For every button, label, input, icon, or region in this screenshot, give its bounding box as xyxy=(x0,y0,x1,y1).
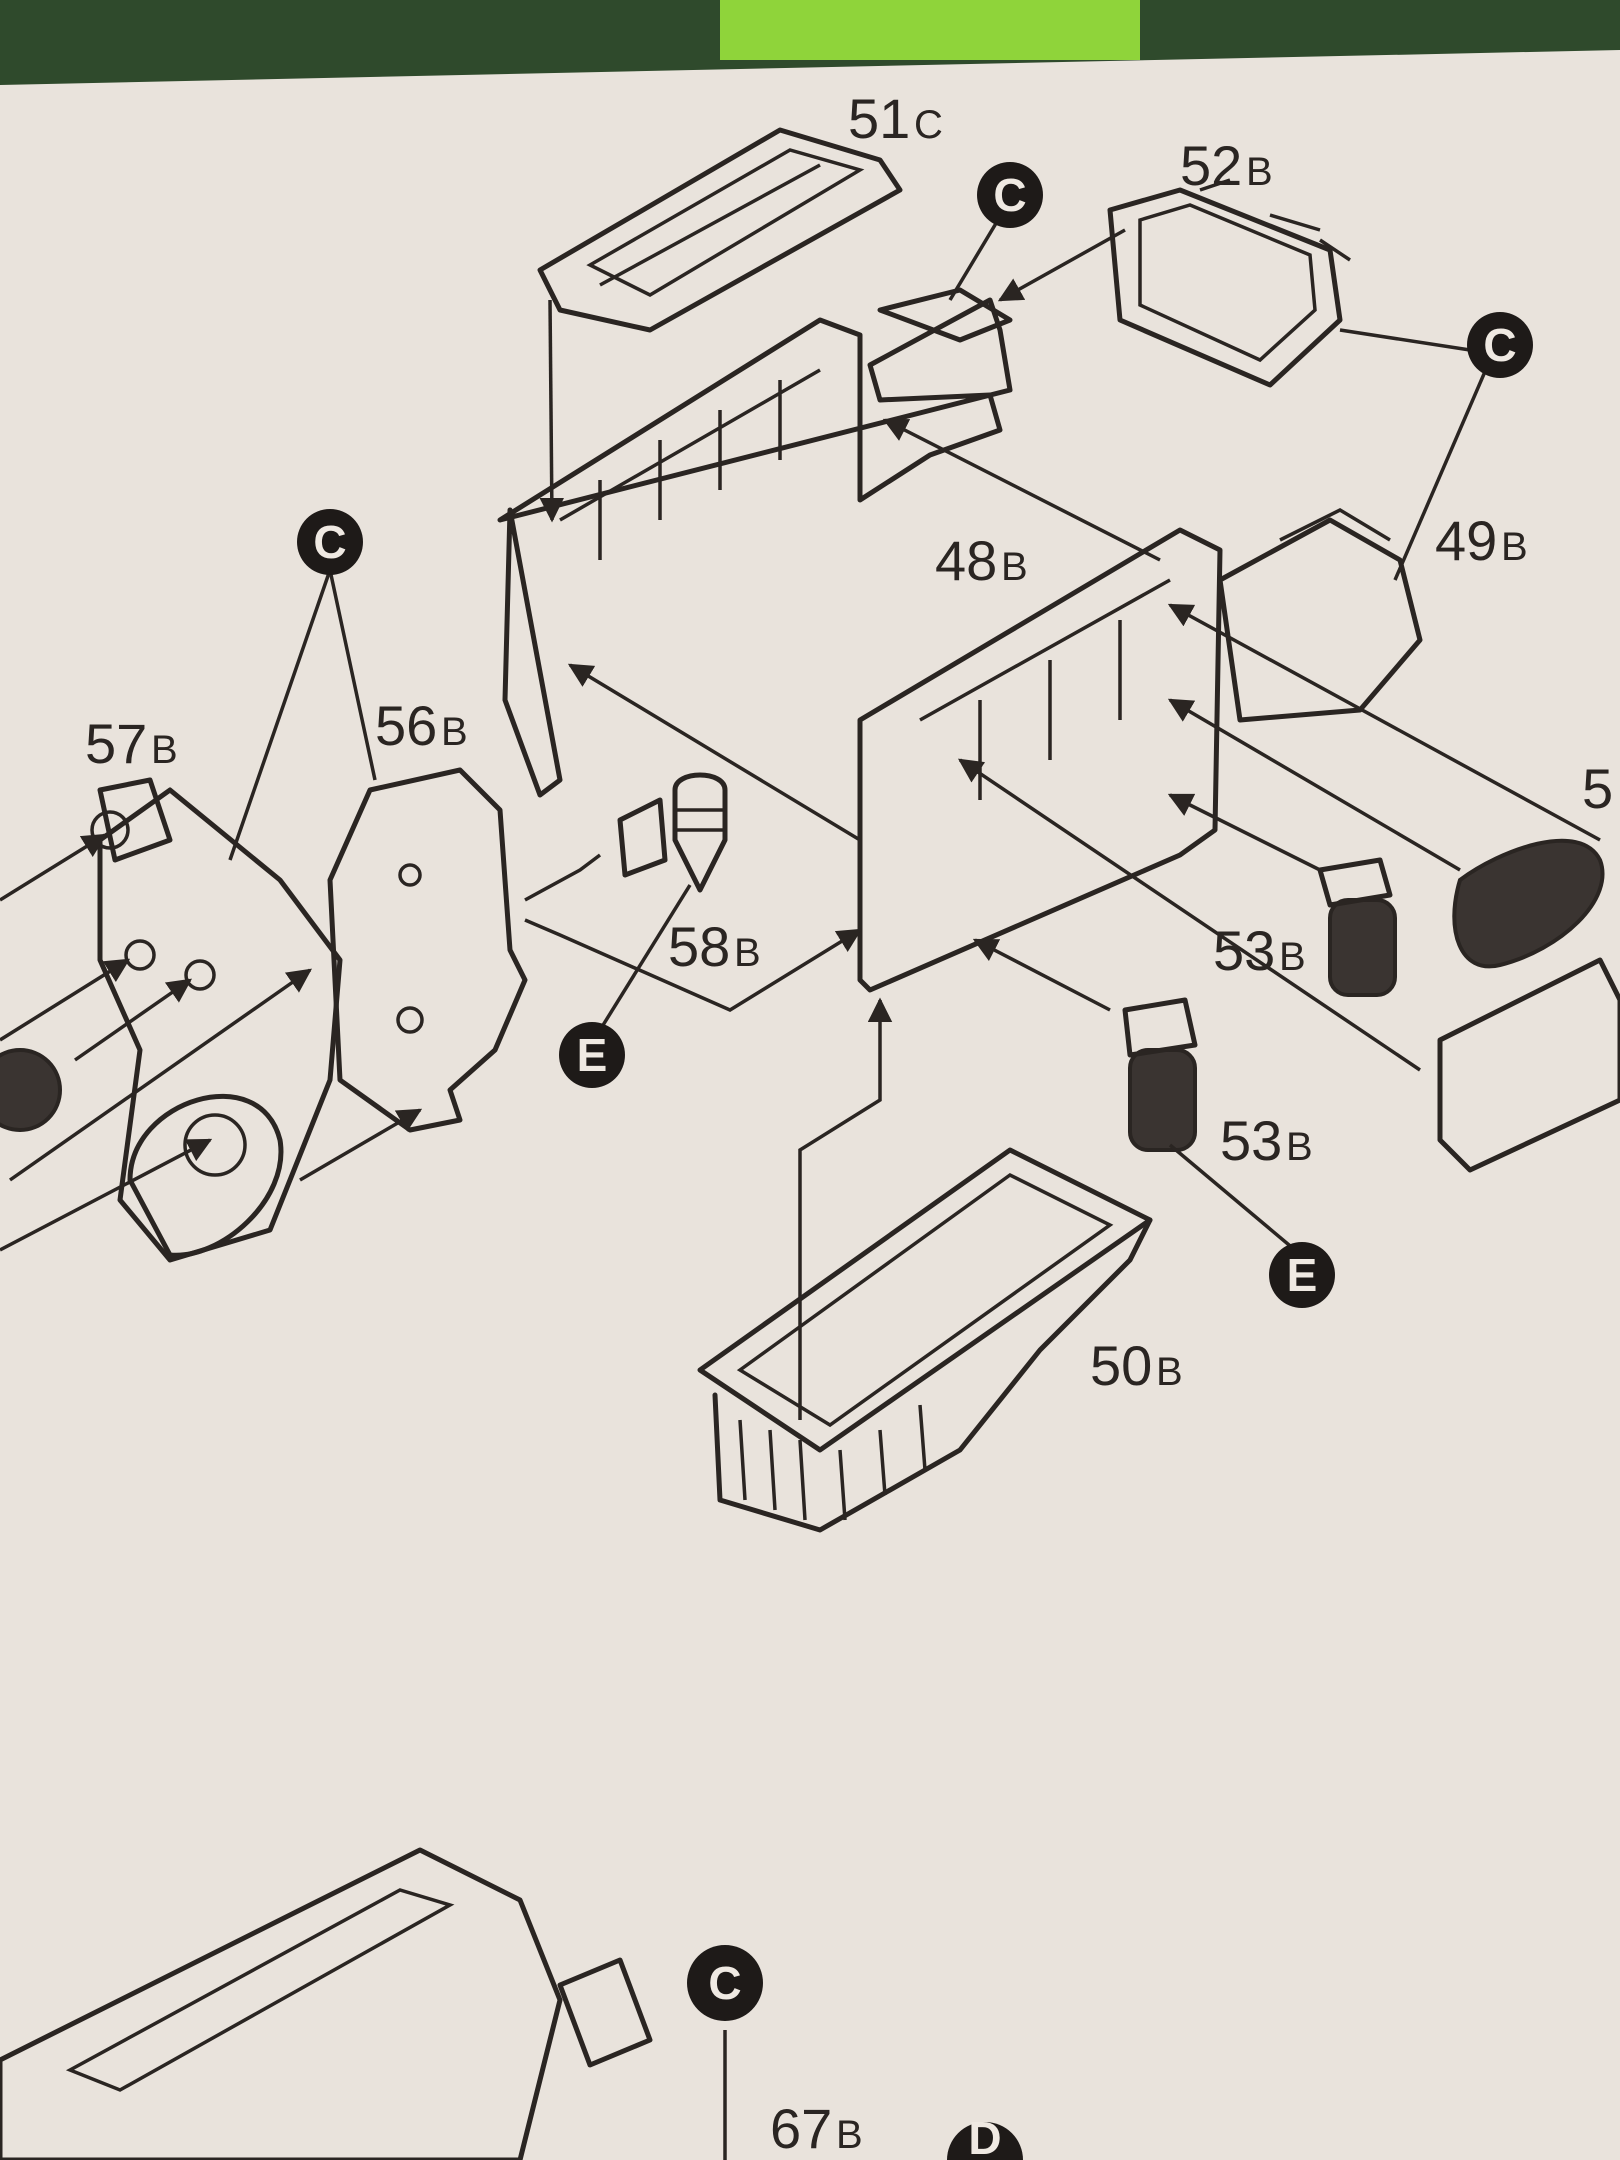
paper-sheet xyxy=(0,50,1620,2160)
airbox-drawing xyxy=(1107,178,1351,388)
badge-e-right: E xyxy=(1269,1242,1335,1308)
badge-c-top: C xyxy=(977,162,1043,228)
part-suffix: B xyxy=(441,710,468,754)
svg-text:C: C xyxy=(708,1957,741,2009)
part-suffix: B xyxy=(1156,1350,1183,1394)
part-suffix: C xyxy=(914,103,943,147)
part-suffix: B xyxy=(734,931,761,975)
part-label-cut-off: 5 xyxy=(1582,757,1613,820)
part-label-48b: 48 B xyxy=(935,529,1028,592)
part-number: 53 xyxy=(1213,919,1275,982)
part-number: 53 xyxy=(1220,1109,1282,1172)
part-number: 56 xyxy=(375,694,437,757)
next-step-engine-drawing xyxy=(0,1847,653,2160)
svg-text:C: C xyxy=(313,516,346,568)
part-label-49b: 49 B xyxy=(1435,509,1528,572)
part-label-53b-upper: 53 B xyxy=(1213,919,1306,982)
part-number: 5 xyxy=(1582,757,1613,820)
upper-block-drawing xyxy=(497,287,1013,798)
svg-text:C: C xyxy=(1483,319,1516,371)
svg-text:D: D xyxy=(968,2112,1001,2160)
assembly-arrows xyxy=(0,228,1601,1420)
badge-c-bottom: C xyxy=(687,1945,763,2021)
part-suffix: B xyxy=(1001,545,1028,589)
part-number: 67 xyxy=(770,2097,832,2160)
part-number: 50 xyxy=(1090,1334,1152,1397)
timing-cover-drawing xyxy=(0,777,343,1263)
part-suffix: B xyxy=(1279,935,1306,979)
part-number: 58 xyxy=(668,915,730,978)
part-label-67b: 67 B xyxy=(770,2097,863,2160)
part-label-51c: 51 C xyxy=(848,87,943,150)
part-suffix: B xyxy=(836,2113,863,2157)
oil-filter-drawings xyxy=(1122,838,1605,1152)
badge-e-middle: E xyxy=(559,1022,625,1088)
badge-d-bottom: D xyxy=(947,2112,1023,2160)
main-block-drawing xyxy=(857,508,1620,1173)
svg-text:E: E xyxy=(1287,1249,1318,1301)
part-suffix: B xyxy=(151,728,178,772)
part-label-57b: 57 B xyxy=(85,712,178,775)
part-number: 52 xyxy=(1180,134,1242,197)
svg-text:E: E xyxy=(577,1029,608,1081)
part-number: 51 xyxy=(848,87,910,150)
valve-cover-drawing xyxy=(537,127,903,333)
badge-c-right: C xyxy=(1467,312,1533,378)
badge-c-left: C xyxy=(297,509,363,575)
part-number: 49 xyxy=(1435,509,1497,572)
badge-leader-lines xyxy=(228,199,1492,2160)
part-label-50b: 50 B xyxy=(1090,1334,1183,1397)
part-label-58b: 58 B xyxy=(668,915,761,978)
svg-text:C: C xyxy=(993,169,1026,221)
sensor-drawing xyxy=(617,772,728,893)
part-number: 48 xyxy=(935,529,997,592)
part-number: 57 xyxy=(85,712,147,775)
part-suffix: B xyxy=(1246,150,1273,194)
part-suffix: B xyxy=(1501,525,1528,569)
part-label-53b-lower: 53 B xyxy=(1220,1109,1313,1172)
box-edge xyxy=(720,0,1140,60)
part-label-56b: 56 B xyxy=(375,694,468,757)
part-suffix: B xyxy=(1286,1125,1313,1169)
part-label-52b: 52 B xyxy=(1180,134,1273,197)
